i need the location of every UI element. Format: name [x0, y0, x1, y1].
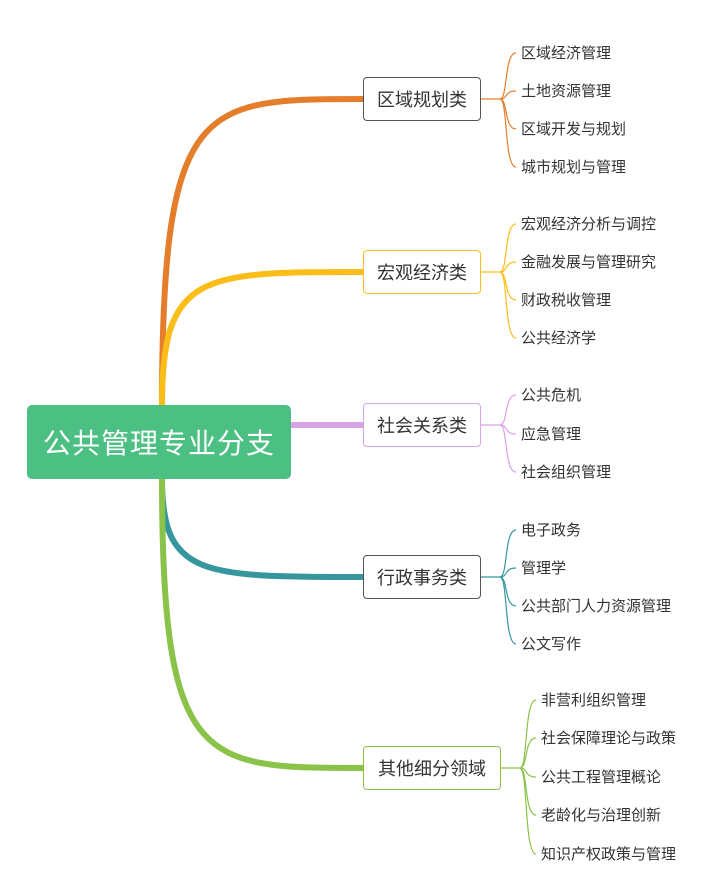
leaf-connector	[499, 261, 517, 273]
leaf-topic[interactable]: 公共工程管理概论	[541, 768, 662, 786]
category-node[interactable]: 区域规划类	[363, 77, 481, 121]
leaf-topic[interactable]: 土地资源管理	[521, 82, 612, 100]
branch-line	[159, 269, 366, 408]
root-topic[interactable]: 公共管理专业分支	[27, 405, 291, 479]
leaf-topic[interactable]: 金融发展与管理研究	[521, 253, 657, 271]
leaf-connector	[499, 529, 517, 578]
category-node[interactable]: 社会关系类	[363, 403, 481, 447]
leaf-connector	[519, 699, 537, 769]
leaf-topic[interactable]: 电子政务	[521, 521, 582, 539]
leaf-topic[interactable]: 社会保障理论与政策	[541, 729, 677, 747]
leaf-topic[interactable]: 区域经济管理	[521, 44, 612, 62]
leaf-topic[interactable]: 公共经济学	[521, 329, 597, 347]
leaf-topic[interactable]: 知识产权政策与管理	[541, 845, 677, 863]
leaf-topic[interactable]: 公共危机	[521, 386, 582, 404]
leaf-connector	[499, 567, 517, 578]
branch-line	[159, 96, 366, 408]
branch-line	[159, 476, 366, 771]
leaf-connector	[499, 90, 517, 100]
leaf-topic[interactable]: 管理学	[521, 559, 567, 577]
leaf-topic[interactable]: 应急管理	[521, 425, 582, 443]
leaf-topic[interactable]: 公共部门人力资源管理	[521, 597, 672, 615]
leaf-connector	[519, 737, 537, 769]
leaf-topic[interactable]: 财政税收管理	[521, 291, 612, 309]
leaf-connector	[499, 98, 517, 168]
category-node[interactable]: 其他细分领域	[363, 746, 501, 790]
leaf-connector	[499, 223, 517, 273]
branch-line	[159, 476, 366, 580]
category-node[interactable]: 行政事务类	[363, 555, 481, 599]
leaf-topic[interactable]: 社会组织管理	[521, 463, 612, 481]
leaf-connector	[519, 767, 537, 855]
leaf-connector	[499, 394, 517, 426]
leaf-topic[interactable]: 区域开发与规划	[521, 120, 627, 138]
leaf-connector	[499, 424, 517, 473]
category-node[interactable]: 宏观经济类	[363, 250, 481, 294]
leaf-connector	[499, 52, 517, 100]
leaf-topic[interactable]: 公文写作	[521, 635, 582, 653]
leaf-topic[interactable]: 非营利组织管理	[541, 691, 647, 709]
leaf-topic[interactable]: 老龄化与治理创新	[541, 806, 662, 824]
leaf-connector	[499, 271, 517, 339]
leaf-topic[interactable]: 宏观经济分析与调控	[521, 215, 657, 233]
leaf-connector	[499, 576, 517, 645]
leaf-topic[interactable]: 城市规划与管理	[521, 158, 627, 176]
